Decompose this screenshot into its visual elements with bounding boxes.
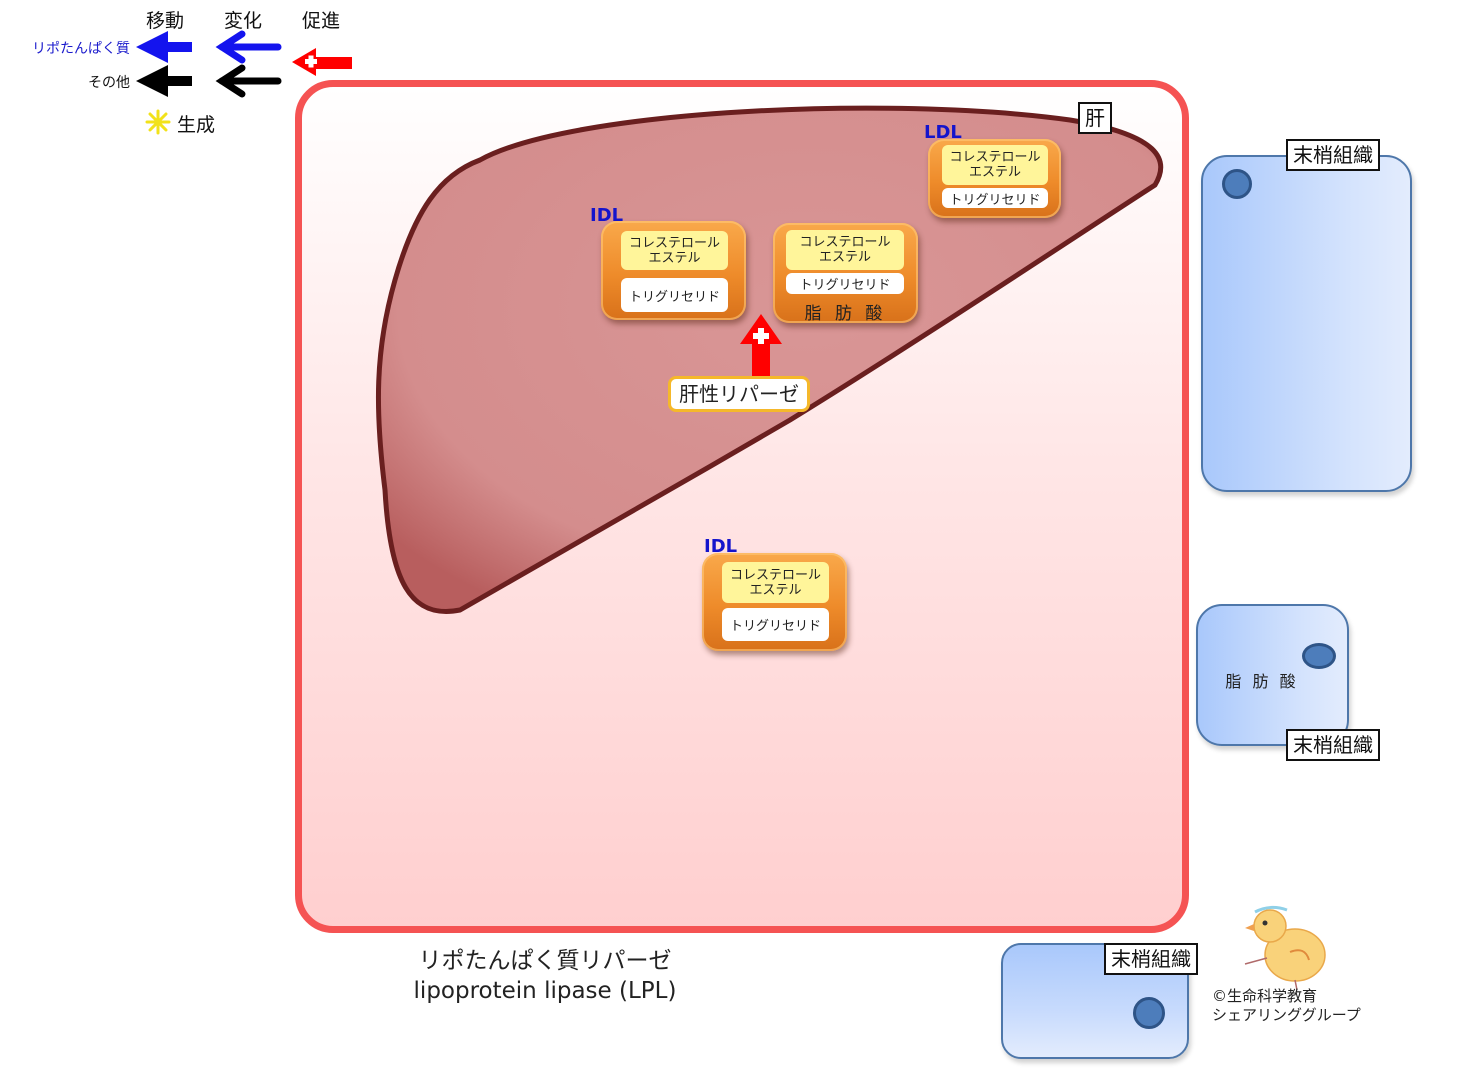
- legend-arrows: [136, 30, 352, 135]
- lipoprotein-name-idl: IDL: [590, 205, 624, 226]
- cholesterol-ester: コレステロール エステル: [786, 230, 904, 270]
- blue-move-arrow-icon: [136, 31, 192, 63]
- legend-header-change: 変化: [224, 10, 263, 32]
- ce-line1: コレステロール: [949, 150, 1041, 165]
- peripheral-tissue-label-1: 末梢組織: [1286, 139, 1380, 171]
- lipoprotein-ldl: コレステロール エステル トリグリセリド: [928, 139, 1061, 218]
- generation-sparkle-icon: [145, 109, 171, 135]
- ce-line1: コレステロール: [628, 235, 720, 251]
- nucleus-icon: [1302, 643, 1336, 669]
- legend-header-promote: 促進: [302, 10, 341, 32]
- peripheral-tissue-1: [1201, 155, 1412, 492]
- liver-label: 肝: [1078, 102, 1112, 134]
- lipoprotein-hydrolyzing: コレステロール エステル トリグリセリド 脂 肪 酸: [773, 223, 918, 324]
- triglyceride: トリグリセリド: [621, 278, 728, 312]
- nucleus-icon: [1133, 997, 1165, 1029]
- chick-mascot-icon: [1244, 905, 1326, 990]
- lpl-caption-jp: リポたんぱく質リパーゼ: [418, 948, 672, 974]
- lipoprotein-name-idl-lower: IDL: [704, 536, 738, 557]
- cholesterol-ester: コレステロール エステル: [722, 562, 829, 603]
- fatty-acid-label: 脂 肪 酸: [804, 304, 887, 324]
- legend-header-move: 移動: [146, 10, 185, 32]
- ce-line2: エステル: [968, 165, 1021, 180]
- ce-line1: コレステロール: [729, 567, 821, 583]
- lipoprotein-name-ldl: LDL: [924, 122, 962, 143]
- peripheral-tissue-label-2: 末梢組織: [1286, 729, 1380, 761]
- fatty-acid-label: 脂 肪 酸: [1225, 672, 1299, 691]
- triglyceride: トリグリセリド: [722, 608, 829, 641]
- legend-label-generation: 生成: [177, 114, 216, 136]
- blue-change-arrow-icon: [215, 30, 282, 64]
- peripheral-tissue-label-3: 末梢組織: [1104, 943, 1198, 975]
- hepatic-lipase-label: 肝性リパーゼ: [668, 376, 810, 412]
- triglyceride: トリグリセリド: [786, 273, 904, 294]
- triglyceride: トリグリセリド: [942, 188, 1048, 208]
- cholesterol-ester: コレステロール エステル: [621, 231, 728, 270]
- credit: ©生命科学教育 シェアリンググループ: [1212, 987, 1361, 1025]
- ce-line1: コレステロール: [799, 235, 891, 250]
- promote-arrow-icon: [292, 48, 352, 76]
- black-change-arrow-icon: [215, 64, 282, 98]
- credit-line1: ©生命科学教育: [1212, 987, 1318, 1005]
- legend-label-lipoprotein: リポたんぱく質: [32, 41, 130, 57]
- nucleus-icon: [1222, 169, 1252, 199]
- hepatic-lipase-promote-arrow-icon: [740, 314, 782, 378]
- cholesterol-ester: コレステロール エステル: [942, 145, 1048, 185]
- ce-line2: エステル: [818, 250, 871, 265]
- lpl-caption: リポたんぱく質リパーゼ lipoprotein lipase (LPL): [380, 946, 710, 1006]
- legend-label-other: その他: [88, 75, 130, 91]
- credit-line2: シェアリンググループ: [1212, 1006, 1361, 1024]
- ce-line2: エステル: [648, 250, 701, 266]
- lipoprotein-idl-lower: コレステロール エステル トリグリセリド: [702, 553, 847, 651]
- lipoprotein-idl: コレステロール エステル トリグリセリド: [601, 221, 746, 320]
- ce-line2: エステル: [749, 582, 802, 598]
- peripheral-tissue-2: 脂 肪 酸: [1196, 604, 1349, 746]
- lpl-caption-en: lipoprotein lipase (LPL): [413, 978, 677, 1004]
- black-move-arrow-icon: [136, 65, 192, 97]
